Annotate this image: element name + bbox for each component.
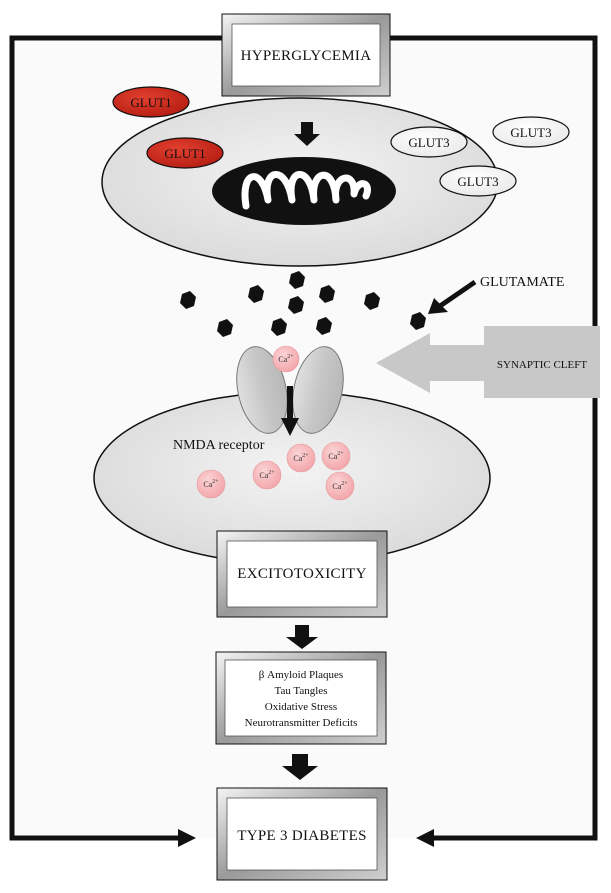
glutamate-molecule [410,312,426,330]
glutamate-molecule [180,291,196,309]
down-arrow-icon [294,122,320,146]
calcium-ion: Ca2+ [272,345,300,373]
left-loop-arrowhead [178,829,196,847]
glut3-transporter-3: GLUT3 [439,165,517,197]
effect-neurotransmitter-deficits: Neurotransmitter Deficits [245,717,358,729]
calcium-charge-label: 2+ [302,453,309,459]
svg-text:Ca2+: Ca2+ [278,354,294,364]
glutamate-molecule [288,296,304,314]
glut1-label: GLUT1 [130,95,171,110]
svg-text:Ca2+: Ca2+ [328,451,344,461]
glut3-label: GLUT3 [457,174,498,189]
right-loop-arrowhead [416,829,434,847]
glut1-label: GLUT1 [164,146,205,161]
glutamate-molecule [316,317,332,335]
glutamate-molecule [271,318,287,336]
svg-text:Ca2+: Ca2+ [259,470,275,480]
glutamate-molecule [319,285,335,303]
glutamate-label: GLUTAMATE [480,275,564,290]
calcium-ion-label: Ca [328,452,337,461]
right-loop-line [390,35,598,841]
effect-tau-tangles: Tau Tangles [275,685,328,697]
glut3-label: GLUT3 [510,125,551,140]
type3-diabetes-box: TYPE 3 DIABETES [216,787,388,881]
glutamate-molecules [180,271,426,337]
svg-text:Ca2+: Ca2+ [293,453,309,463]
glut3-label: GLUT3 [408,135,449,150]
calcium-ion-label: Ca [332,482,341,491]
glutamate-molecule [217,319,233,337]
calcium-ion-label: Ca [203,480,212,489]
calcium-ion-label: Ca [293,454,302,463]
glut1-transporter-2: GLUT1 [146,137,224,169]
excitotoxicity-label: EXCITOTOXICITY [237,566,366,582]
feedback-loop [9,35,598,841]
hyperglycemia-box: HYPERGLYCEMIA [221,13,391,97]
nmda-receptor-label: NMDA receptor [173,438,265,453]
left-loop-line [9,35,222,841]
calcium-ion: Ca2+ [325,471,355,501]
effect-oxidative-stress: Oxidative Stress [265,701,337,713]
nmda-receptor-icon [236,346,344,434]
calcium-charge-label: 2+ [268,470,275,476]
mitochondrion-icon [212,157,396,225]
calcium-influx-arrow-icon [281,386,299,436]
excitotoxicity-box: EXCITOTOXICITY [216,530,388,618]
glutamate-arrow-icon [428,279,477,314]
down-arrow-icon [286,625,318,649]
calcium-charge-label: 2+ [287,354,294,360]
calcium-ion-label: Ca [278,355,287,364]
type3-diabetes-label: TYPE 3 DIABETES [237,828,367,844]
calcium-ion: Ca2+ [196,469,226,499]
glut3-transporter-2: GLUT3 [492,116,570,148]
down-arrow-icon [282,754,318,780]
calcium-ion: Ca2+ [321,441,351,471]
calcium-charge-label: 2+ [212,479,219,485]
calcium-ion-label: Ca [259,471,268,480]
effect-amyloid-plaques: β Amyloid Plaques [259,669,343,681]
svg-text:Ca2+: Ca2+ [332,481,348,491]
glut1-transporter-1: GLUT1 [112,86,190,118]
hyperglycemia-label: HYPERGLYCEMIA [241,48,372,64]
glutamate-molecule [289,271,305,289]
consequences-box: β Amyloid Plaques Tau Tangles Oxidative … [215,651,387,745]
glut3-transporter-1: GLUT3 [390,126,468,158]
calcium-ions: Ca2+ Ca2+ Ca2+ Ca2+ Ca2+ Ca2+ [196,345,355,501]
calcium-ion: Ca2+ [286,443,316,473]
calcium-charge-label: 2+ [337,451,344,457]
synaptic-cleft-arrow: SYNAPTIC CLEFT [376,326,600,398]
calcium-ion: Ca2+ [252,460,282,490]
synaptic-cleft-label: SYNAPTIC CLEFT [497,359,587,371]
glutamate-molecule [364,292,380,310]
glutamate-molecule [248,285,264,303]
svg-text:Ca2+: Ca2+ [203,479,219,489]
calcium-charge-label: 2+ [341,481,348,487]
